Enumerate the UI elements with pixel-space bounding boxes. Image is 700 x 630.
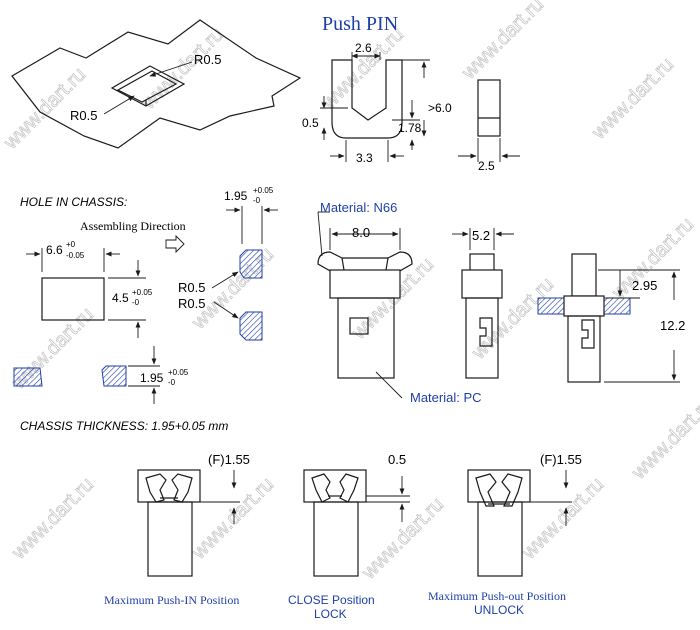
pin-side-view: 2.5 [458, 79, 520, 173]
dim-pin-left: 0.5 [302, 116, 319, 130]
watermark: www.dart.ru [7, 473, 98, 564]
sheet-hole [110, 65, 186, 107]
dim-push-out: (F)1.55 [540, 452, 582, 467]
body-mounted-view: 2.95 12.2 [537, 253, 685, 383]
dim-push-in: (F)1.55 [208, 452, 250, 467]
mounted-head [563, 295, 605, 317]
caption-lock-line1: CLOSE Position [288, 593, 375, 607]
body-front-view: 8.0 Material: N66 Material: PC [317, 200, 482, 405]
hole-height-main: 4.5 [112, 291, 129, 305]
sheet-radius-a: R0.5 [194, 52, 221, 67]
caption-push-out-line2: UNLOCK [474, 603, 524, 617]
caption-push-out-line1: Maximum Push-out Position [428, 589, 566, 603]
corner-radius-2: R0.5 [178, 296, 205, 311]
chassis-section-left [13, 367, 43, 387]
sheet-radius-b: R0.5 [70, 108, 97, 123]
slot-width-tol-top: +0.05 [253, 186, 274, 195]
watermark: www.dart.ru [587, 53, 678, 144]
thickness-main: 1.95 [140, 371, 164, 385]
dim-total-height: 12.2 [660, 318, 685, 333]
thickness-tol-top: +0.05 [168, 368, 189, 377]
watermark: www.dart.ru [317, 23, 408, 114]
hole-width-main: 6.6 [46, 243, 63, 257]
watermark: www.dart.ru [627, 393, 700, 484]
front-head [329, 269, 401, 299]
watermark: www.dart.ru [517, 473, 608, 564]
dim-pin-right: >6.0 [428, 101, 452, 115]
dim-pin-side: 2.5 [478, 159, 495, 173]
hole-width: 6.6 [46, 243, 63, 257]
position-push-out: (F)1.55 Maximum Push-out Position UNLOCK [428, 452, 582, 617]
mounted-chassis-right [603, 297, 631, 315]
front-latch [317, 251, 345, 273]
front-body [337, 297, 395, 379]
hole-height-tol-bottom: -0 [132, 298, 140, 307]
slot-width-main: 1.95 [224, 189, 248, 203]
front-window [349, 317, 369, 335]
position-push-in: (F)1.55 Maximum Push-IN Position [104, 452, 250, 607]
hole-height-tol-top: +0.05 [132, 288, 153, 297]
watermark: www.dart.ru [347, 253, 438, 344]
watermark: www.dart.ru [137, 23, 228, 114]
hole-heading: HOLE IN CHASSIS: [20, 195, 127, 209]
thickness-tol-bottom: -0 [168, 378, 176, 387]
watermark: www.dart.ru [187, 473, 278, 564]
hole-width-tol-top: +0 [66, 240, 76, 249]
hole-rectangle [41, 277, 105, 321]
dim-side-width: 5.2 [472, 228, 490, 243]
dim-chassis-offset: 2.95 [632, 278, 657, 293]
mounted-cap [571, 253, 597, 297]
watermark: www.dart.ru [457, 0, 548, 84]
caption-lock-line2: LOCK [314, 607, 347, 621]
drawing-title: Push PIN [322, 13, 398, 35]
chassis-thickness-note: CHASSIS THICKNESS: 1.95+0.05 mm [20, 419, 228, 433]
dim-front-width: 8.0 [352, 225, 370, 240]
caption-push-in: Maximum Push-IN Position [104, 593, 239, 607]
watermark: www.dart.ru [357, 493, 448, 584]
mounted-body [567, 315, 601, 383]
chassis-section-top [239, 249, 263, 279]
slot-width-tol-bottom: -0 [253, 196, 261, 205]
side-body [465, 297, 499, 379]
body-side-view: 5.2 [452, 228, 514, 379]
chassis-section-mid [101, 365, 127, 387]
chassis-section-bottom [239, 311, 263, 341]
dim-lock: 0.5 [388, 452, 406, 467]
dim-pin-top: 2.6 [355, 41, 372, 55]
hole-section: HOLE IN CHASSIS: Assembling Direction 6.… [13, 186, 278, 433]
mounted-chassis-left [537, 297, 567, 315]
position-lock: 0.5 CLOSE Position LOCK [288, 452, 410, 621]
dim-pin-bottom: 3.3 [356, 151, 373, 165]
material-bottom: Material: PC [410, 390, 482, 405]
chassis-sheet-view: R0.5 R0.5 [11, 19, 302, 149]
pin-tip-outline [331, 59, 403, 139]
side-head [461, 269, 503, 299]
corner-radius-1: R0.5 [178, 280, 205, 295]
sheet-outline [11, 19, 302, 149]
dim-pin-mid: 1.78 [398, 121, 422, 135]
pin-side-outline [477, 79, 501, 137]
hole-width-tol-bottom: -0.05 [66, 251, 85, 260]
assembling-direction-label: Assembling Direction [80, 219, 186, 233]
material-top: Material: N66 [320, 200, 397, 215]
pin-tip-view: 2.6 0.5 1.78 >6.0 3.3 [302, 41, 452, 165]
arrow-right-icon [165, 234, 185, 254]
side-cap [469, 253, 495, 273]
